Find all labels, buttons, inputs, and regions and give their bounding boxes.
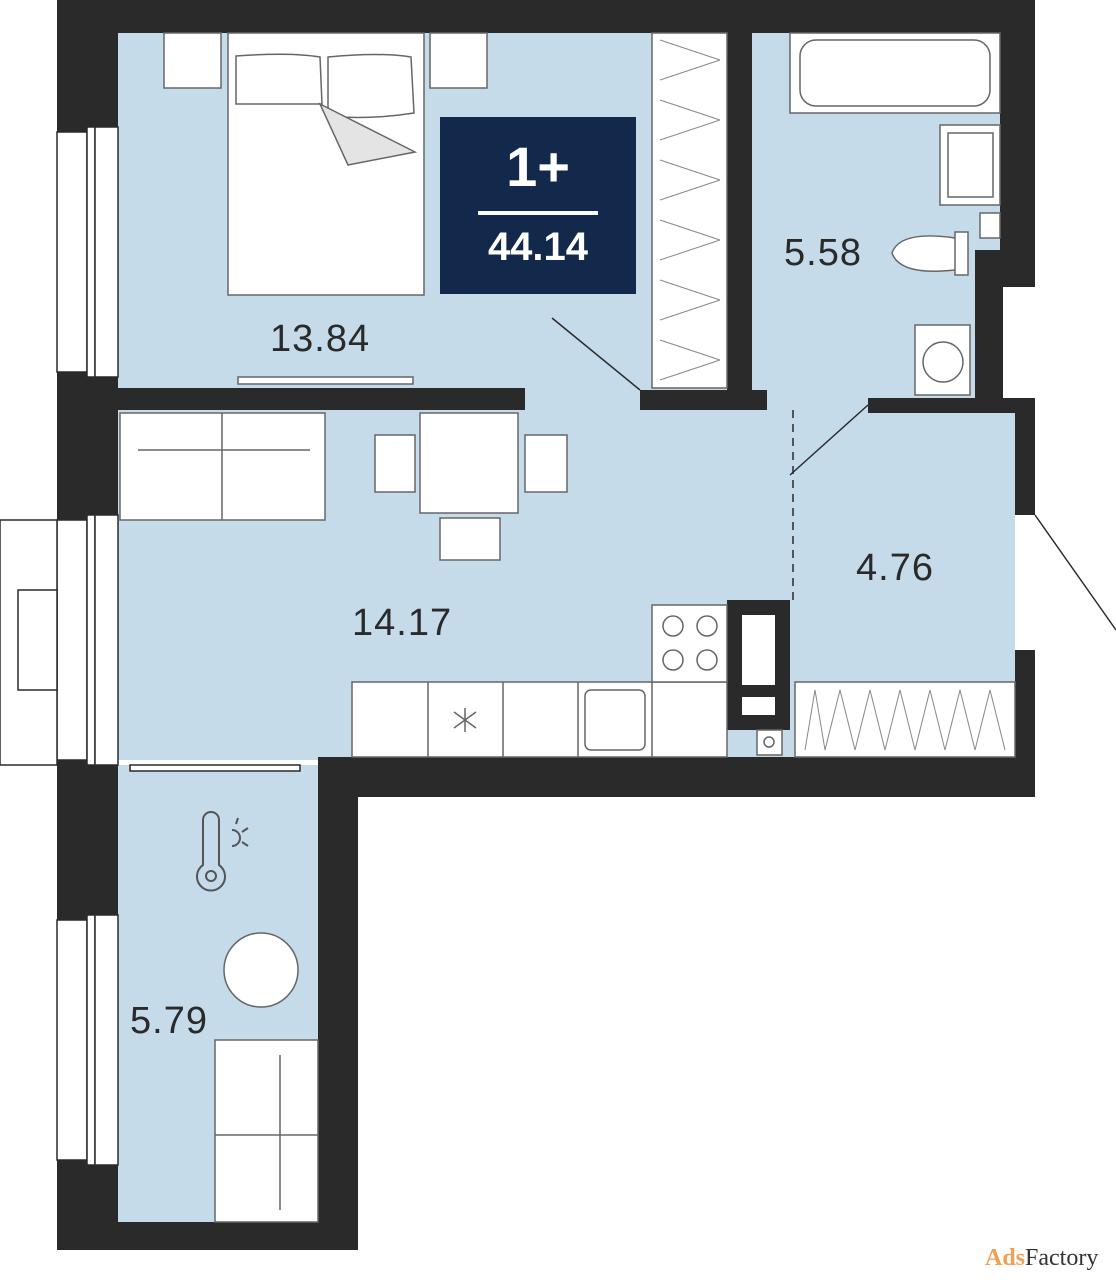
thermometer-sun-icon	[196, 811, 249, 892]
hall-floor	[790, 410, 1015, 682]
badge-divider	[478, 211, 598, 215]
balcony-furniture	[214, 932, 319, 1223]
room-count: 1+	[506, 135, 570, 198]
fridge	[742, 615, 775, 685]
bathroom-fixtures	[756, 32, 1001, 756]
wardrobe	[551, 32, 728, 391]
bedroom-area-label: 13.84	[270, 318, 371, 360]
watermark-part2: Factory	[1025, 1245, 1099, 1271]
watermark-logo: AdsFactory	[985, 1245, 1098, 1272]
watermark-part1: Ads	[985, 1245, 1026, 1271]
bedroom-furniture	[163, 32, 488, 385]
living-furniture	[119, 412, 728, 758]
apartment-badge: 1+ 44.14	[440, 117, 636, 294]
living-area-label: 14.17	[352, 602, 453, 644]
balcony-area-label: 5.79	[130, 1000, 208, 1042]
hall-wardrobe	[794, 681, 1016, 758]
total-area: 44.14	[487, 225, 589, 269]
hallway-area-label: 4.76	[856, 547, 934, 589]
bathroom-area-label: 5.58	[784, 232, 862, 274]
windows	[0, 126, 301, 1166]
